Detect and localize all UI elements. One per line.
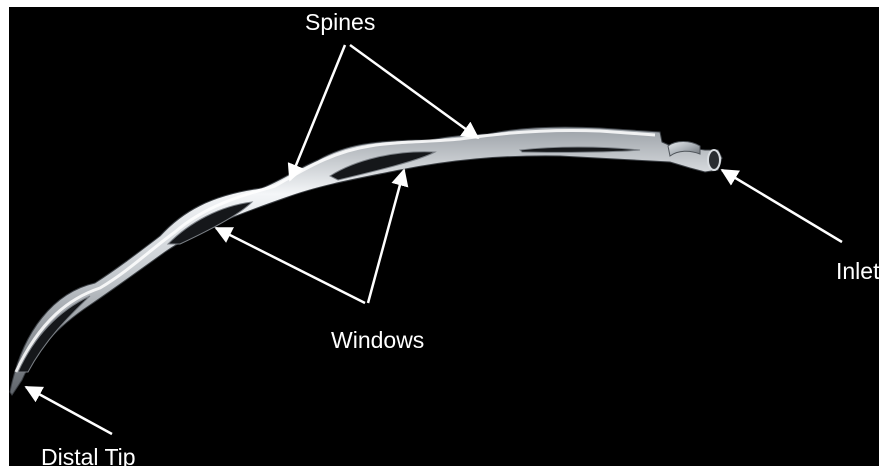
inlet-opening [708,150,720,170]
inlet-label: Inlet [836,258,879,284]
distal-tip-label: Distal Tip [41,444,136,466]
windows-label: Windows [331,327,424,353]
black-panel [9,7,879,466]
spines-label: Spines [305,9,375,35]
